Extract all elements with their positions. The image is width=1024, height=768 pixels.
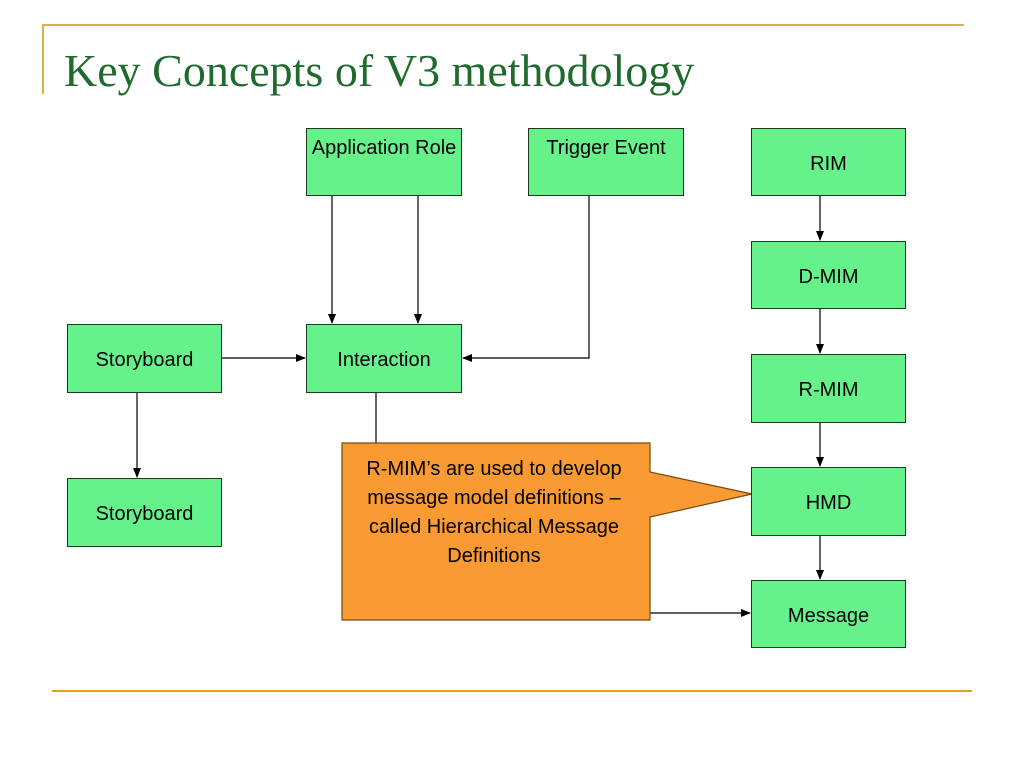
box-interaction: Interaction — [306, 324, 462, 393]
callout-text: R-MIM’s are used to develop message mode… — [366, 458, 622, 567]
frame-top-rule — [42, 24, 964, 26]
box-hmd: HMD — [751, 467, 906, 536]
box-d-mim: D-MIM — [751, 241, 906, 309]
box-storyboard-sub: Storyboard — [67, 478, 222, 547]
box-trigger-event: Trigger Event — [528, 128, 684, 196]
box-application-role: Application Role — [306, 128, 462, 196]
box-message: Message — [751, 580, 906, 648]
box-r-mim: R-MIM — [751, 354, 906, 423]
frame-left-rule — [42, 24, 44, 94]
slide-title: Key Concepts of V3 methodology — [64, 45, 695, 96]
callout-bubble-shape — [341, 442, 753, 621]
arrow-trigger-interaction — [462, 196, 590, 362]
box-rim: RIM — [751, 128, 906, 196]
frame-bottom-rule — [52, 690, 972, 692]
box-storyboard-main: Storyboard — [67, 324, 222, 393]
